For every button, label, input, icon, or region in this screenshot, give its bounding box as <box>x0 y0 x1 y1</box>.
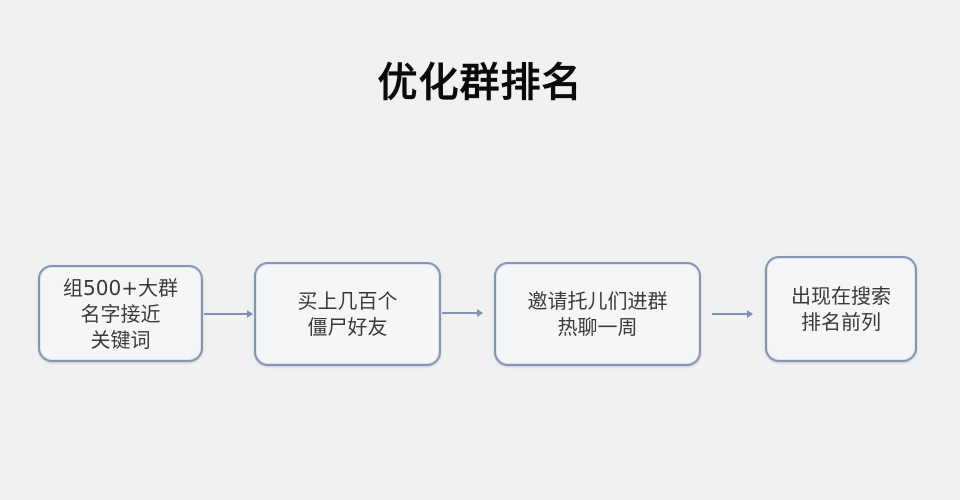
arrow-right-icon <box>204 310 253 318</box>
step-3-line-2: 热聊一周 <box>557 315 638 339</box>
step-1-line-3: 关键词 <box>90 327 151 352</box>
step-2-line-2: 僵尸好友 <box>307 315 388 339</box>
step-1-line-2: 名字接近 <box>80 301 161 326</box>
slide-title: 优化群排名 <box>377 60 583 106</box>
step-4-line-2: 排名前列 <box>801 310 881 334</box>
step-1-line-1: 组500+大群 <box>63 275 178 300</box>
step-4-line-1: 出现在搜索 <box>791 284 891 308</box>
flow-step-2: 买上几百个 僵尸好友 <box>254 262 441 366</box>
flow-step-3: 邀请托儿们进群 热聊一周 <box>494 262 701 366</box>
arrow-right-icon <box>442 309 483 317</box>
arrow-right-icon <box>712 310 753 318</box>
flow-step-1: 组500+大群 名字接近 关键词 <box>38 265 203 362</box>
step-2-line-1: 买上几百个 <box>297 289 398 313</box>
flow-step-4: 出现在搜索 排名前列 <box>765 256 917 362</box>
step-3-line-1: 邀请托儿们进群 <box>527 289 668 313</box>
